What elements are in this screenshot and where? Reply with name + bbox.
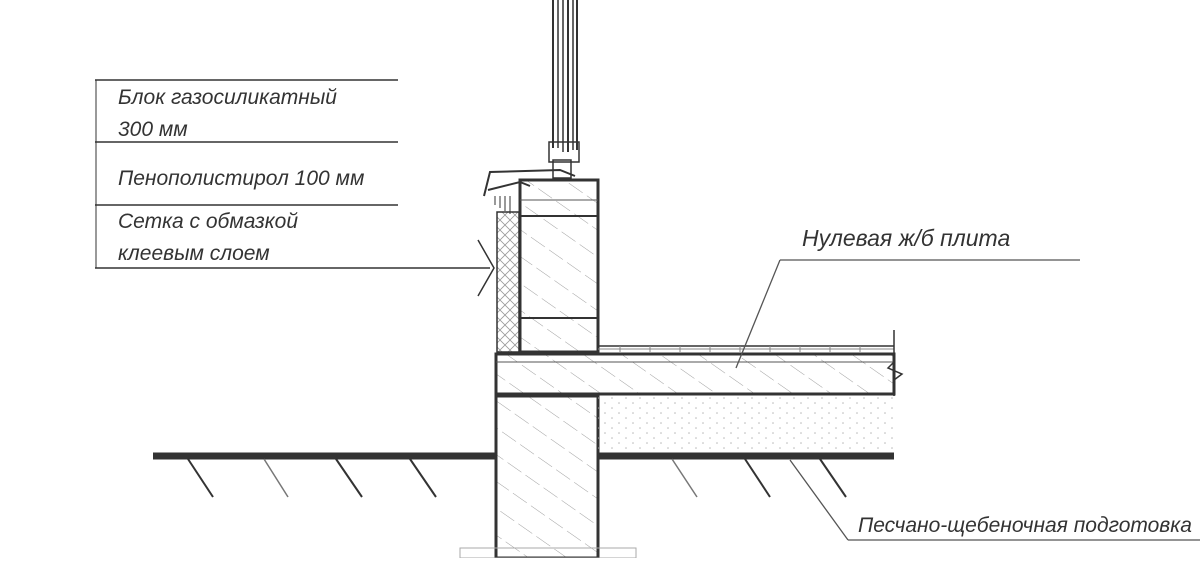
label-block-line2: 300 мм [118, 118, 188, 141]
label-block-line1: Блок газосиликатный [118, 86, 337, 109]
slab-leader [735, 259, 1080, 369]
gravel-leader [789, 459, 1200, 541]
concrete-slab [494, 345, 896, 396]
sand-gravel-bed [598, 396, 894, 450]
window-profile [548, 0, 580, 179]
label-slab: Нулевая ж/б плита [802, 225, 1010, 251]
floor-finish [619, 346, 861, 352]
mesh-leader-arrow [477, 239, 495, 297]
label-gravel: Песчано-щебеночная подготовка [858, 514, 1192, 537]
label-foam: Пенополистирол 100 мм [118, 167, 364, 190]
aerated-block-wall [518, 178, 600, 354]
ground-line [153, 452, 894, 498]
label-mesh-line1: Сетка с обмазкой [118, 210, 298, 233]
label-table [95, 79, 490, 269]
foam-insulation [496, 211, 520, 353]
label-mesh-line2: клеевым слоем [118, 242, 270, 265]
break-symbol [886, 330, 904, 396]
